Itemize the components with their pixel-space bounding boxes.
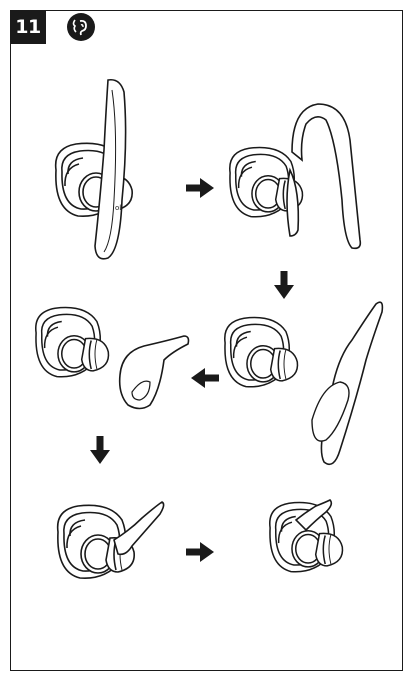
arrow-icon [186, 178, 214, 198]
earbud-hook-removed [35, 306, 190, 410]
arrow-icon [90, 436, 110, 464]
earbud-small-hook-attached [56, 501, 165, 580]
ear-voice-icon [67, 13, 95, 41]
instruction-panel [10, 10, 403, 671]
step-number: 11 [15, 16, 41, 38]
earbud-with-hook-front: ol [54, 78, 134, 260]
arrow-icon [191, 368, 219, 388]
earbud-label: ol [115, 204, 121, 212]
earbud-with-hook-side [229, 103, 362, 250]
earbud-with-hook-angled [224, 301, 384, 466]
arrow-icon [274, 271, 294, 299]
step-number-badge: 11 [10, 10, 46, 44]
arrow-icon [186, 542, 214, 562]
earbud-small-hook-side [269, 499, 344, 573]
